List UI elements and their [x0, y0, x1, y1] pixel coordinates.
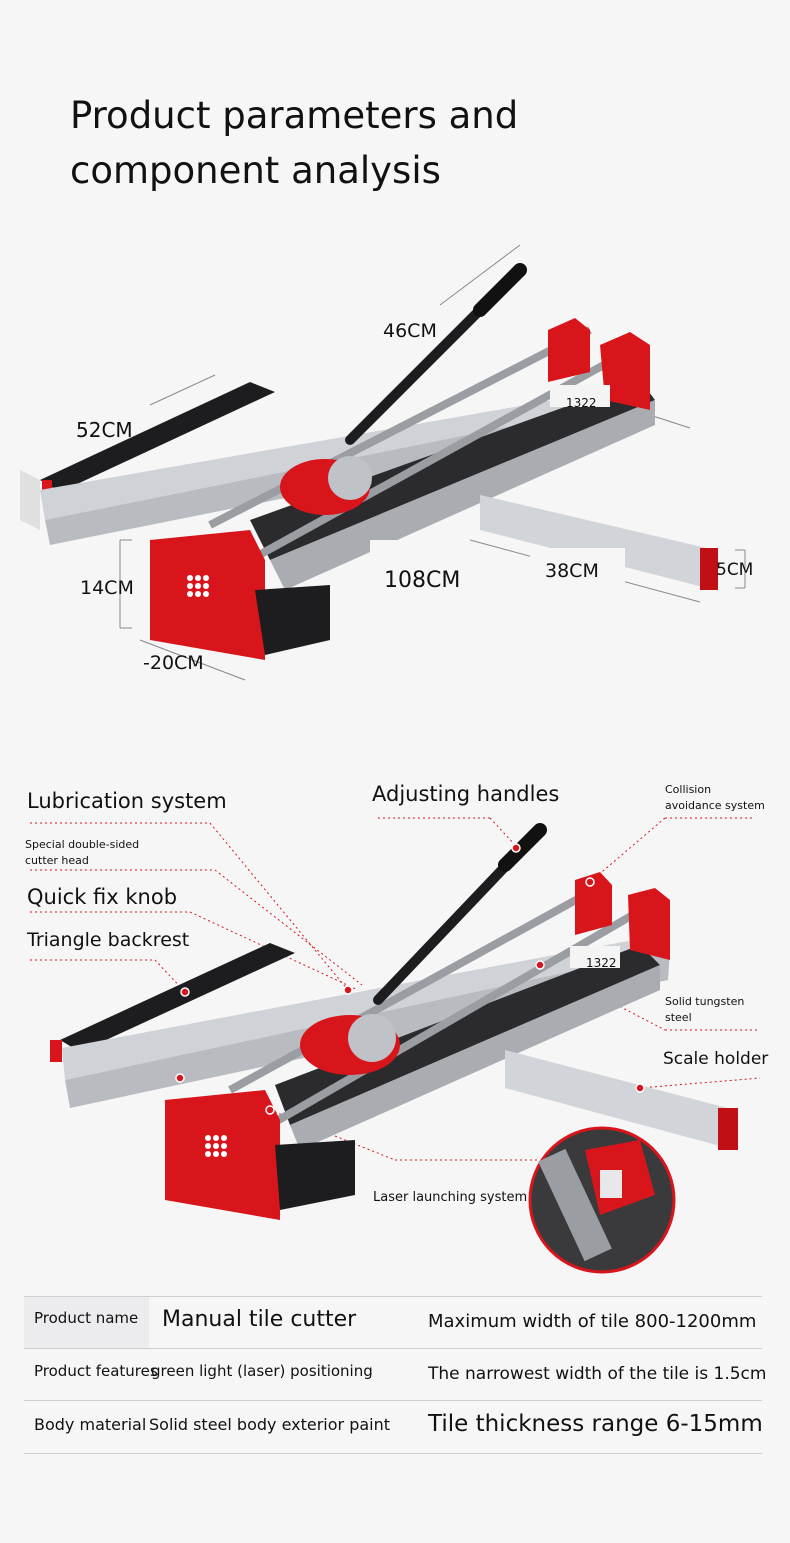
base-depth-dimension: -20CM [143, 652, 204, 674]
quick-fix-knob-label: Quick fix knob [27, 885, 178, 909]
spec-value: Manual tile cutter [162, 1307, 357, 1332]
extension-height-dimension: 5CM [716, 560, 754, 580]
collision-avoidance-label: Collision avoidance system [665, 783, 765, 812]
spec-extra: The narrowest width of the tile is 1.5cm [428, 1364, 767, 1384]
spec-extra: Maximum width of tile 800-1200mm [428, 1311, 757, 1332]
triangle-backrest-label: Triangle backrest [27, 929, 190, 951]
tile-cutter-dimension-illustration [20, 244, 746, 681]
laser-launching-system-label: Laser launching system [373, 1190, 528, 1205]
tile-cutter-components-illustration [30, 817, 761, 1274]
solid-tungsten-steel-label: Solid tungsten steel [665, 995, 745, 1024]
model-marking-top: 1322 [566, 396, 597, 410]
adjusting-handles-label: Adjusting handles [372, 782, 560, 806]
spec-key: Body material [34, 1415, 147, 1434]
spec-row: Product features green light (laser) pos… [24, 1348, 766, 1401]
length-dimension: 108CM [384, 568, 461, 593]
spec-value: Solid steel body exterior paint [149, 1415, 391, 1434]
scale-holder-label: Scale holder [663, 1049, 769, 1069]
spec-key: Product features [34, 1362, 158, 1380]
spec-row: Body material Solid steel body exterior … [24, 1400, 763, 1454]
handle-length-dimension: 46CM [383, 320, 437, 342]
spec-key-background [24, 1297, 149, 1349]
cutter-head-label: Special double-sided cutter head [25, 838, 140, 867]
extension-dimension: 38CM [545, 560, 599, 582]
spec-extra: Tile thickness range 6-15mm [428, 1411, 763, 1437]
lubrication-system-label: Lubrication system [27, 789, 227, 813]
spec-key: Product name [34, 1309, 139, 1327]
page-title: Product parameters and component analysi… [70, 94, 519, 192]
spec-value: green light (laser) positioning [151, 1362, 373, 1380]
width-dimension: 52CM [76, 418, 133, 442]
model-marking-bottom: 1322 [586, 956, 617, 970]
spec-row: Product name Manual tile cutter Maximum … [24, 1296, 762, 1349]
spec-table: Product name Manual tile cutter Maximum … [24, 1296, 766, 1454]
base-height-dimension: 14CM [80, 577, 134, 599]
